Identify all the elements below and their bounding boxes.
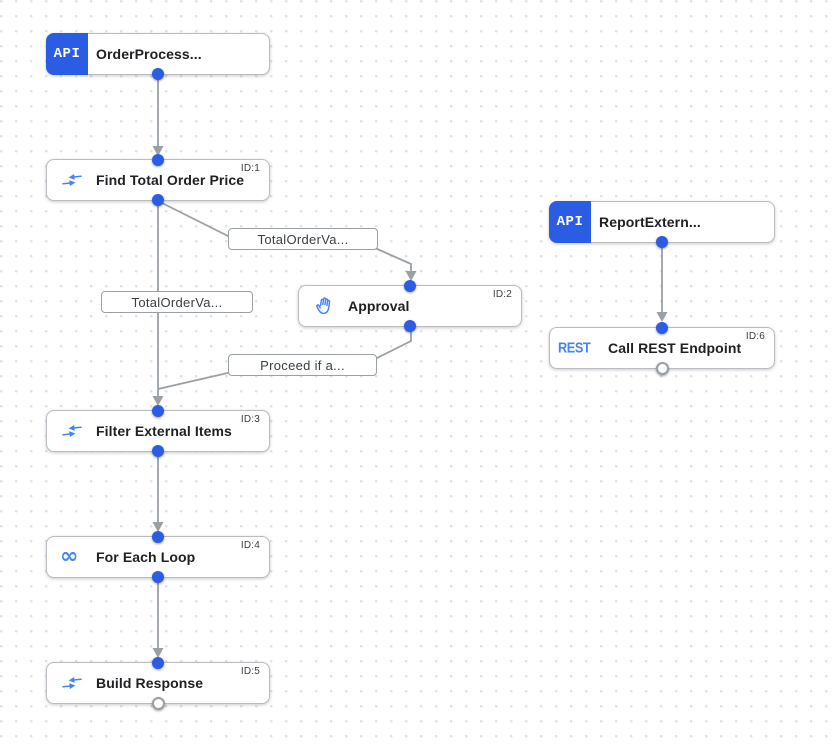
output-port[interactable]: [152, 571, 164, 583]
node-title: Build Response: [96, 675, 204, 691]
output-port[interactable]: [152, 194, 164, 206]
input-port[interactable]: [152, 154, 164, 166]
node-filter-external-items[interactable]: ID:3 Filter External Items: [46, 405, 270, 457]
loop-icon: ∞: [60, 544, 79, 569]
open-output-port[interactable]: [655, 362, 669, 375]
node-for-each-loop[interactable]: ID:4 ∞ For Each Loop: [46, 531, 270, 583]
input-port[interactable]: [656, 322, 668, 334]
node-title: Call REST Endpoint: [608, 340, 742, 356]
arrowhead-into-rest: [656, 312, 668, 322]
input-port[interactable]: [152, 531, 164, 543]
node-approval[interactable]: ID:2 Approval: [298, 280, 522, 332]
rest-icon: REST: [558, 339, 591, 357]
node-call-rest-endpoint[interactable]: ID:6 REST Call REST Endpoint: [549, 322, 775, 375]
api-badge-icon: API: [46, 33, 88, 75]
task-id-label: ID:1: [240, 163, 260, 174]
edge-label-text: TotalOrderVa...: [257, 231, 349, 247]
data-mapping-icon: [61, 675, 83, 692]
data-mapping-icon: [61, 423, 83, 440]
node-order-trigger[interactable]: API OrderProcess...: [46, 33, 270, 80]
task-id-label: ID:5: [240, 666, 260, 677]
open-output-port[interactable]: [151, 697, 165, 710]
output-port[interactable]: [656, 236, 668, 248]
task-id-label: ID:6: [745, 331, 765, 342]
task-id-label: ID:2: [492, 289, 512, 300]
api-badge-icon: API: [549, 201, 591, 243]
output-port[interactable]: [404, 320, 416, 332]
data-mapping-icon: [61, 172, 83, 189]
arrowhead-into-approval: [405, 271, 417, 281]
node-title: For Each Loop: [96, 549, 196, 565]
node-title: ReportExtern...: [599, 214, 701, 230]
node-report-trigger[interactable]: API ReportExtern...: [549, 201, 775, 248]
node-find-total-order-price[interactable]: ID:1 Find Total Order Price: [46, 154, 270, 206]
task-id-label: ID:4: [240, 540, 260, 551]
node-build-response[interactable]: ID:5 Build Response: [46, 657, 270, 710]
task-id-label: ID:3: [240, 414, 260, 425]
arrowhead-into-foreach: [152, 522, 164, 532]
output-port[interactable]: [152, 68, 164, 80]
input-port[interactable]: [152, 405, 164, 417]
node-title: Approval: [348, 298, 410, 314]
hand-approval-icon: [314, 295, 334, 317]
edge-label-find-to-approval[interactable]: TotalOrderVa...: [228, 228, 378, 250]
output-port[interactable]: [152, 445, 164, 457]
arrowhead-into-filter: [152, 396, 164, 406]
edge-label-approval-to-filter[interactable]: Proceed if a...: [228, 354, 377, 376]
input-port[interactable]: [404, 280, 416, 292]
edge-label-text: Proceed if a...: [260, 357, 345, 373]
input-port[interactable]: [152, 657, 164, 669]
edge-label-find-to-filter[interactable]: TotalOrderVa...: [101, 291, 253, 313]
node-title: Find Total Order Price: [96, 172, 245, 188]
edge-label-text: TotalOrderVa...: [131, 294, 223, 310]
arrowhead-into-build: [152, 648, 164, 658]
node-title: OrderProcess...: [96, 46, 202, 62]
node-title: Filter External Items: [96, 423, 232, 439]
arrowhead-into-find: [152, 146, 164, 156]
